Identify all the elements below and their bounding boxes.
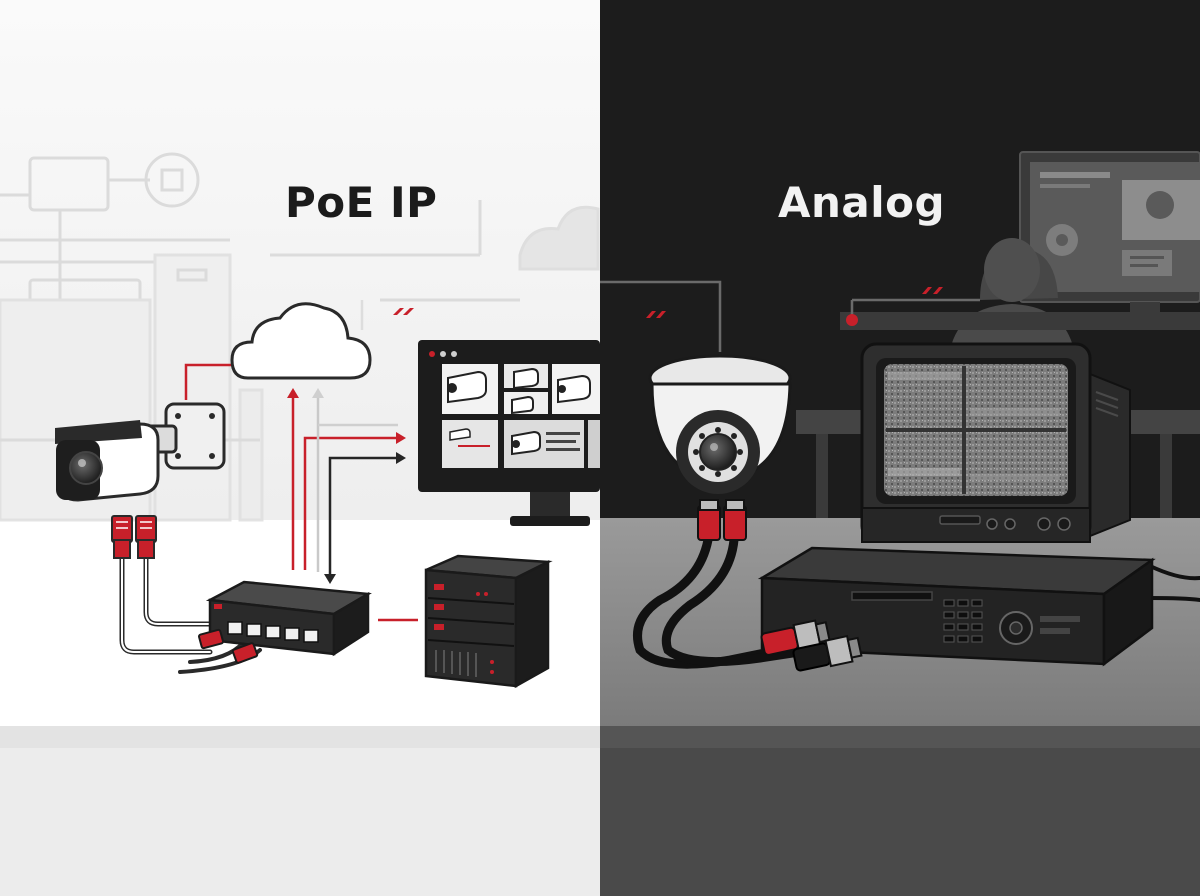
rj45-connector-icon [111,515,157,559]
right-accent-marks [646,287,943,318]
nvr-server-icon [424,554,553,689]
left-network-lines [184,300,418,622]
dvr-recorder-icon [757,546,1156,672]
video-monitor-icon [418,340,600,526]
analog-title: Analog [778,178,946,227]
left-accent-marks [393,308,414,315]
status-led-icon [846,314,858,326]
ethernet-cables [119,552,262,674]
crt-monitor-icon [860,342,1131,543]
cloud-icon [230,302,372,380]
poe-switch-icon [198,580,372,664]
poe-ip-title: PoE IP [285,178,438,227]
bullet-camera-icon [55,402,226,502]
right-background-workstation [796,151,1200,518]
dome-camera-icon [648,354,792,494]
coax-cables [633,535,1200,669]
bnc-connector-icon [697,499,747,541]
